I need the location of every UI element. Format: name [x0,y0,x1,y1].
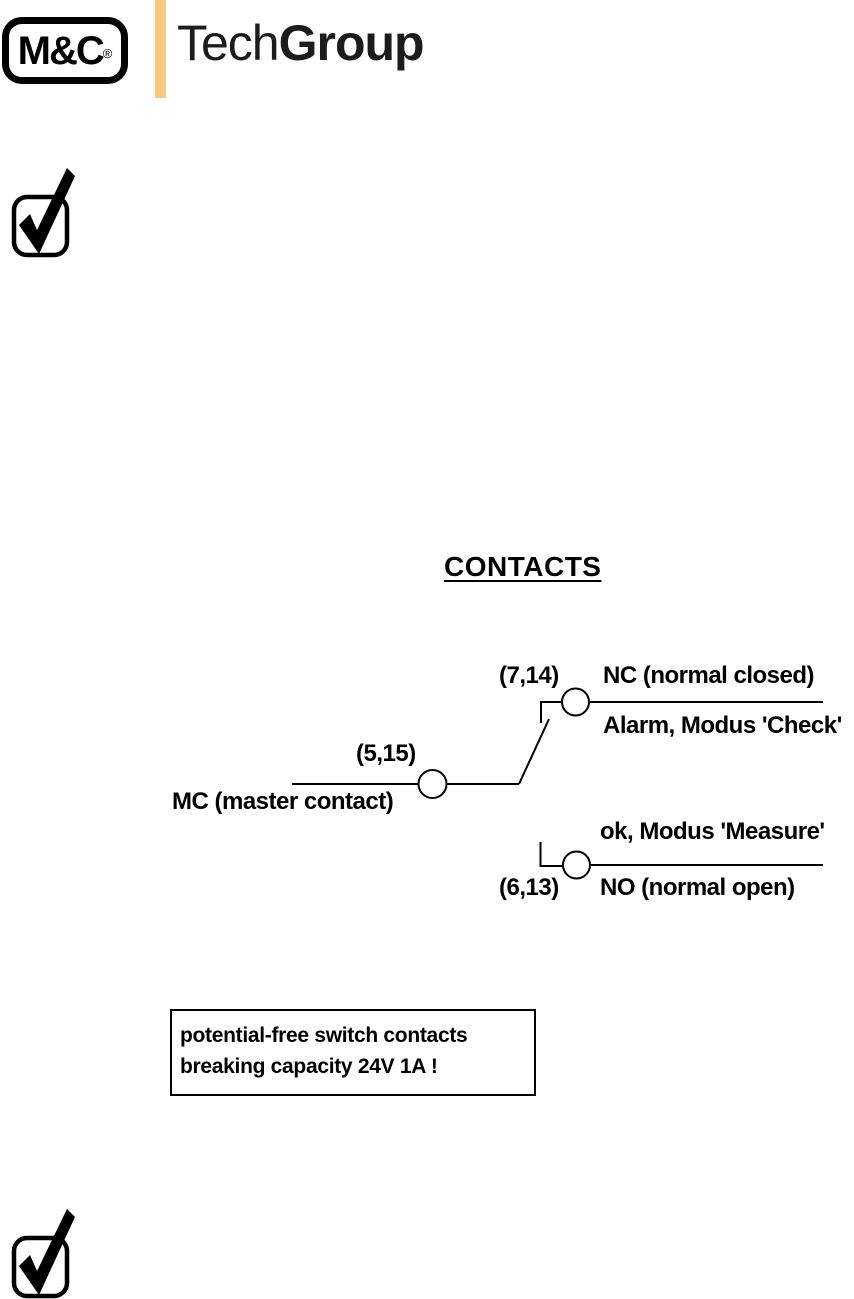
nc-state-label: Alarm, Modus 'Check' [603,712,842,739]
no-contact-circle [562,850,591,880]
note-line-1: potential-free switch contacts [180,1024,468,1047]
checked-checkbox-icon [11,1209,75,1299]
brand-word-group: Group [278,15,425,71]
registered-trademark-icon: ® [102,45,113,61]
mc-logo: M&C® [2,17,128,84]
nc-stub-line [540,701,562,723]
no-state-label: ok, Modus 'Measure' [600,818,825,845]
switch-lever-line [518,718,550,785]
brand-word-tech: Tech [177,15,280,71]
no-pins-label: (6,13) [499,874,559,901]
brand-wordmark: TechGroup [177,15,425,71]
master-contact-label: MC (master contact) [172,788,394,815]
mc-contact-circle [417,769,448,799]
nc-contact-circle [561,687,590,717]
page-title: CONTACTS [444,551,602,582]
no-contact-label: NO (normal open) [600,874,795,901]
accent-divider-bar [155,0,166,98]
switch-rating-note-box: potential-free switch contacts breaking … [170,1009,536,1096]
nc-pins-label: (7,14) [499,662,559,689]
checked-checkbox-icon [11,168,75,258]
common-pins-label: (5,15) [356,740,416,767]
note-line-2: breaking capacity 24V 1A ! [180,1055,438,1078]
nc-contact-label: NC (normal closed) [603,662,815,689]
mc-logo-text: M&C® [17,28,113,73]
no-stub-line [539,842,563,867]
